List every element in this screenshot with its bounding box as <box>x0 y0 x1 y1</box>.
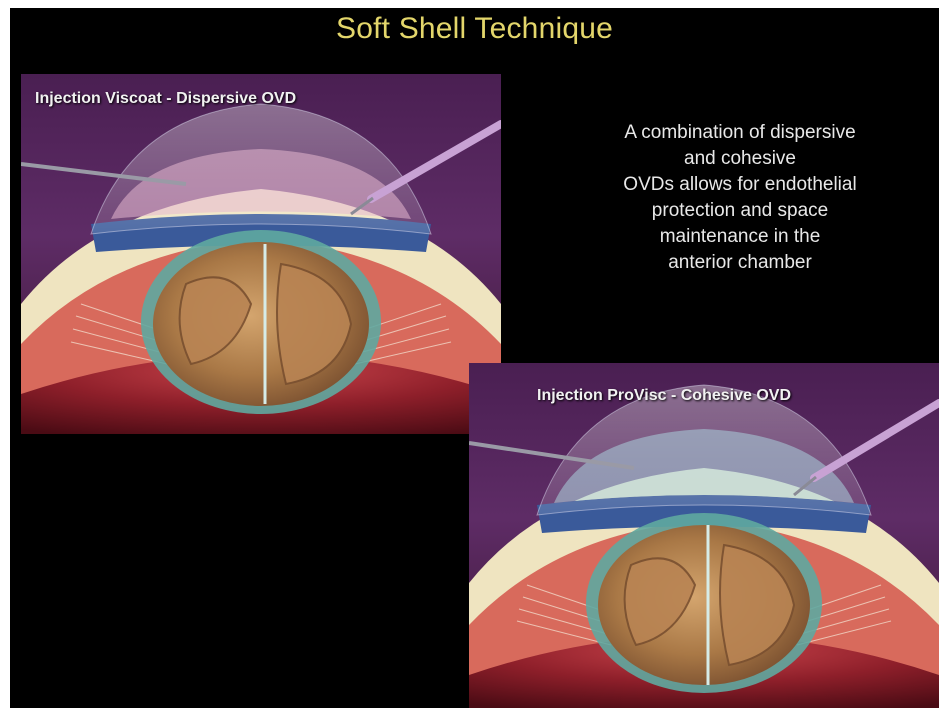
description-line: protection and space <box>550 198 930 224</box>
description-line: anterior chamber <box>550 250 930 276</box>
panel-label-provisc: Injection ProVisc - Cohesive OVD <box>537 387 791 405</box>
eye-illustration-provisc: Injection ProVisc - Cohesive OVD <box>469 363 939 708</box>
description-line: OVDs allows for endothelial <box>550 172 930 198</box>
slide-title: Soft Shell Technique <box>10 12 939 46</box>
description-text: A combination of dispersive and cohesive… <box>550 120 930 276</box>
eye-illustration-viscoat: Injection Viscoat - Dispersive OVD <box>21 74 501 434</box>
description-line: maintenance in the <box>550 224 930 250</box>
panel-label-viscoat: Injection Viscoat - Dispersive OVD <box>35 90 296 108</box>
eye-cross-section-image <box>21 74 501 434</box>
description-line: and cohesive <box>550 146 930 172</box>
eye-cross-section-image <box>469 363 939 708</box>
slide: Soft Shell Technique <box>10 8 939 708</box>
description-line: A combination of dispersive <box>550 120 930 146</box>
